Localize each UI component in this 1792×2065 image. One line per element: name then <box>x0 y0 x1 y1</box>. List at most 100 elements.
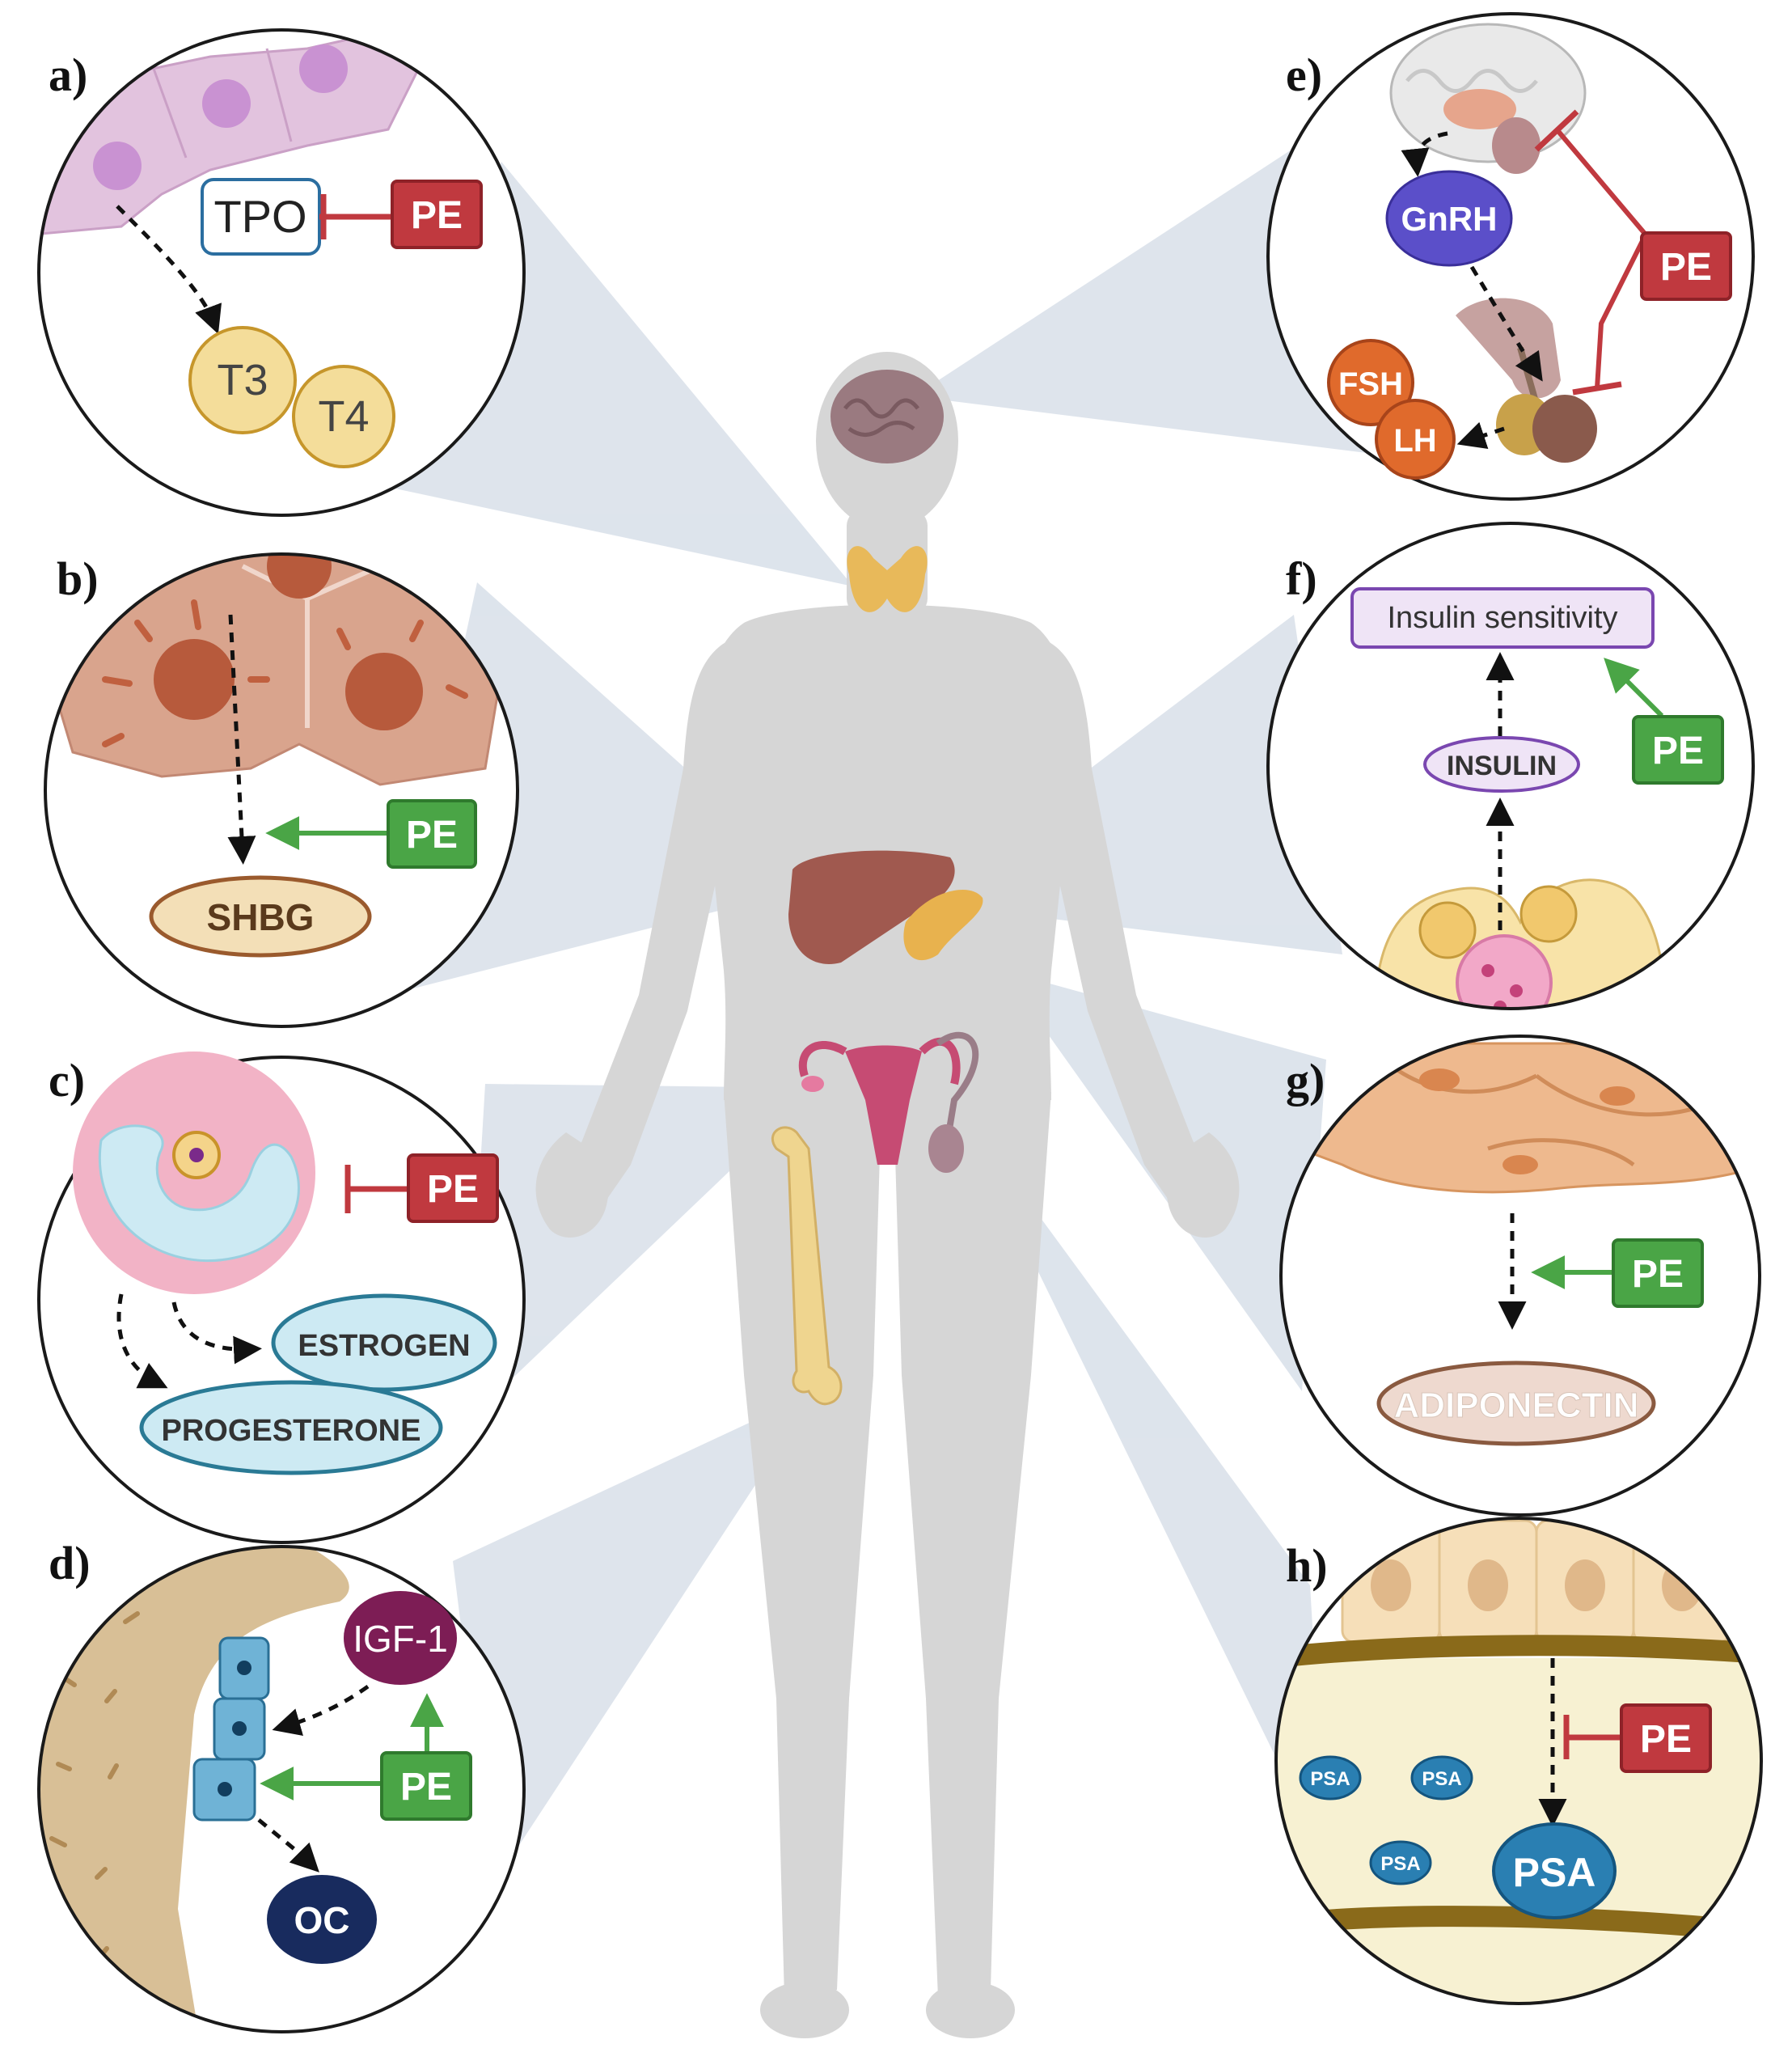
panel-letter-f: f) <box>1286 552 1317 605</box>
dashed-arrow-e-gnrh <box>1401 131 1448 177</box>
right-foot-shape <box>926 1982 1015 2038</box>
panel-b: b) PE SHBG <box>44 552 519 1028</box>
osteoblast-nucleus <box>237 1661 251 1675</box>
left-foot-shape <box>760 1982 849 2038</box>
dashed-arrow-b <box>227 614 256 865</box>
liver-organ <box>788 850 955 964</box>
dashed-arrow-c-progesterone <box>116 1293 168 1389</box>
cytoplasm-marks <box>102 599 468 747</box>
insulin-sensitivity-label: Insulin sensitivity <box>1387 601 1617 635</box>
pe-label-d: PE <box>400 1766 452 1809</box>
oocyte-nucleus <box>189 1148 204 1162</box>
cell-nucleus <box>93 142 142 190</box>
pe-label-f: PE <box>1652 730 1704 772</box>
pe-inhibit-path-e <box>1554 128 1649 389</box>
pe-stimulate-line-f <box>1604 658 1664 718</box>
panel-f: f) Insulin sensitivity INSULIN PE <box>1266 522 1755 1010</box>
dashed-arrow-e-pituitary <box>1469 265 1543 382</box>
male-duct <box>936 1031 979 1149</box>
cell-nucleus <box>299 44 348 93</box>
adiponectin-label: ADIPONECTIN <box>1393 1386 1638 1425</box>
inhibit-bar-e-brain <box>1534 109 1579 152</box>
islet-cell <box>1510 984 1523 997</box>
right-leg-shape <box>894 1092 1051 1998</box>
shbg-ellipse <box>149 875 372 958</box>
panel-letter-g: g) <box>1286 1054 1325 1107</box>
testis-organ <box>928 1124 964 1173</box>
t3-label: T3 <box>217 356 268 404</box>
insulin-label: INSULIN <box>1447 751 1557 781</box>
left-leg-shape <box>724 1092 881 1998</box>
psa-small-label: PSA <box>1380 1853 1420 1875</box>
progesterone-ellipse <box>139 1380 443 1475</box>
fallopian-tubes <box>798 1037 961 1085</box>
adipocyte-layer <box>1281 1042 1760 1194</box>
brainstem <box>1492 117 1541 174</box>
insulin-ellipse <box>1423 736 1580 793</box>
panel-letter-d: d) <box>49 1537 91 1589</box>
right-hand-shape <box>1160 1132 1240 1238</box>
posterior-pituitary <box>1532 395 1597 463</box>
pe-label-g: PE <box>1632 1253 1684 1296</box>
panel-e: e) GnRH PE FSH LH <box>1266 12 1755 501</box>
igf1-label: IGF-1 <box>353 1618 448 1660</box>
psa-small-label: PSA <box>1310 1768 1350 1790</box>
dashed-arrow-d-oc <box>257 1818 319 1872</box>
cell-nucleus <box>202 79 251 128</box>
psa-small <box>1299 1755 1362 1801</box>
cell-nucleus <box>345 653 423 730</box>
adipocyte-nucleus <box>1502 1155 1538 1174</box>
estrogen-ellipse <box>271 1293 497 1392</box>
left-hand-shape <box>535 1132 615 1238</box>
inhibit-bar-e-pituitary <box>1572 381 1622 396</box>
pe-box-h <box>1620 1703 1712 1773</box>
cell-borders-a <box>152 48 293 159</box>
lh-label: LH <box>1393 423 1436 459</box>
adipocyte-nucleus <box>1600 1086 1635 1106</box>
pe-box-e <box>1640 231 1732 301</box>
islet-cell <box>1481 964 1494 977</box>
psa-large <box>1492 1822 1617 1919</box>
panel-letter-a: a) <box>49 49 87 101</box>
brain-folds <box>843 398 919 437</box>
shbg-label: SHBG <box>207 896 315 938</box>
osteoblast-nucleus <box>218 1782 232 1796</box>
thyroid-organ <box>847 546 928 612</box>
wedge-prostate-to-h <box>954 1100 1326 1860</box>
oc-label: OC <box>294 1899 350 1941</box>
cell-nucleus <box>267 554 332 599</box>
right-arm-shape <box>1043 639 1212 1217</box>
panel-d: d) IGF-1 PE OC <box>37 1537 526 2033</box>
pancreas-organ <box>903 890 983 961</box>
pe-box-d <box>380 1751 472 1821</box>
pe-box-a <box>391 180 483 249</box>
islet-of-langerhans <box>1456 934 1553 1009</box>
gnrh-label: GnRH <box>1401 200 1498 238</box>
adiponectin-ellipse <box>1376 1360 1656 1446</box>
igf1-ellipse <box>344 1591 457 1685</box>
lh-circle <box>1375 399 1456 480</box>
wedge-bone-to-d <box>453 1391 817 1885</box>
organs <box>771 370 983 1406</box>
panel-letter-b: b) <box>57 552 99 605</box>
panel-letter-c: c) <box>49 1054 85 1107</box>
progesterone-label: PROGESTERONE <box>162 1414 421 1448</box>
ovary-organ <box>801 1076 824 1092</box>
bone-cortex <box>39 1547 349 2032</box>
cell-nucleus <box>154 639 235 720</box>
pe-box-f <box>1632 715 1724 785</box>
pe-box-b <box>387 799 477 869</box>
panel-a: a) TPO PE T3 T4 <box>37 28 526 517</box>
osteoblast-nucleus <box>232 1721 247 1736</box>
femur-bone <box>771 1126 843 1406</box>
fsh-label: FSH <box>1338 366 1403 402</box>
pe-label-c: PE <box>427 1168 479 1211</box>
estrogen-label: ESTROGEN <box>298 1329 470 1363</box>
wedge-brain-to-e <box>914 138 1367 453</box>
fsh-circle <box>1327 339 1414 426</box>
left-arm-shape <box>563 639 732 1217</box>
psa-small <box>1410 1755 1473 1801</box>
t3-circle <box>188 326 297 434</box>
pe-label-b: PE <box>406 814 458 857</box>
